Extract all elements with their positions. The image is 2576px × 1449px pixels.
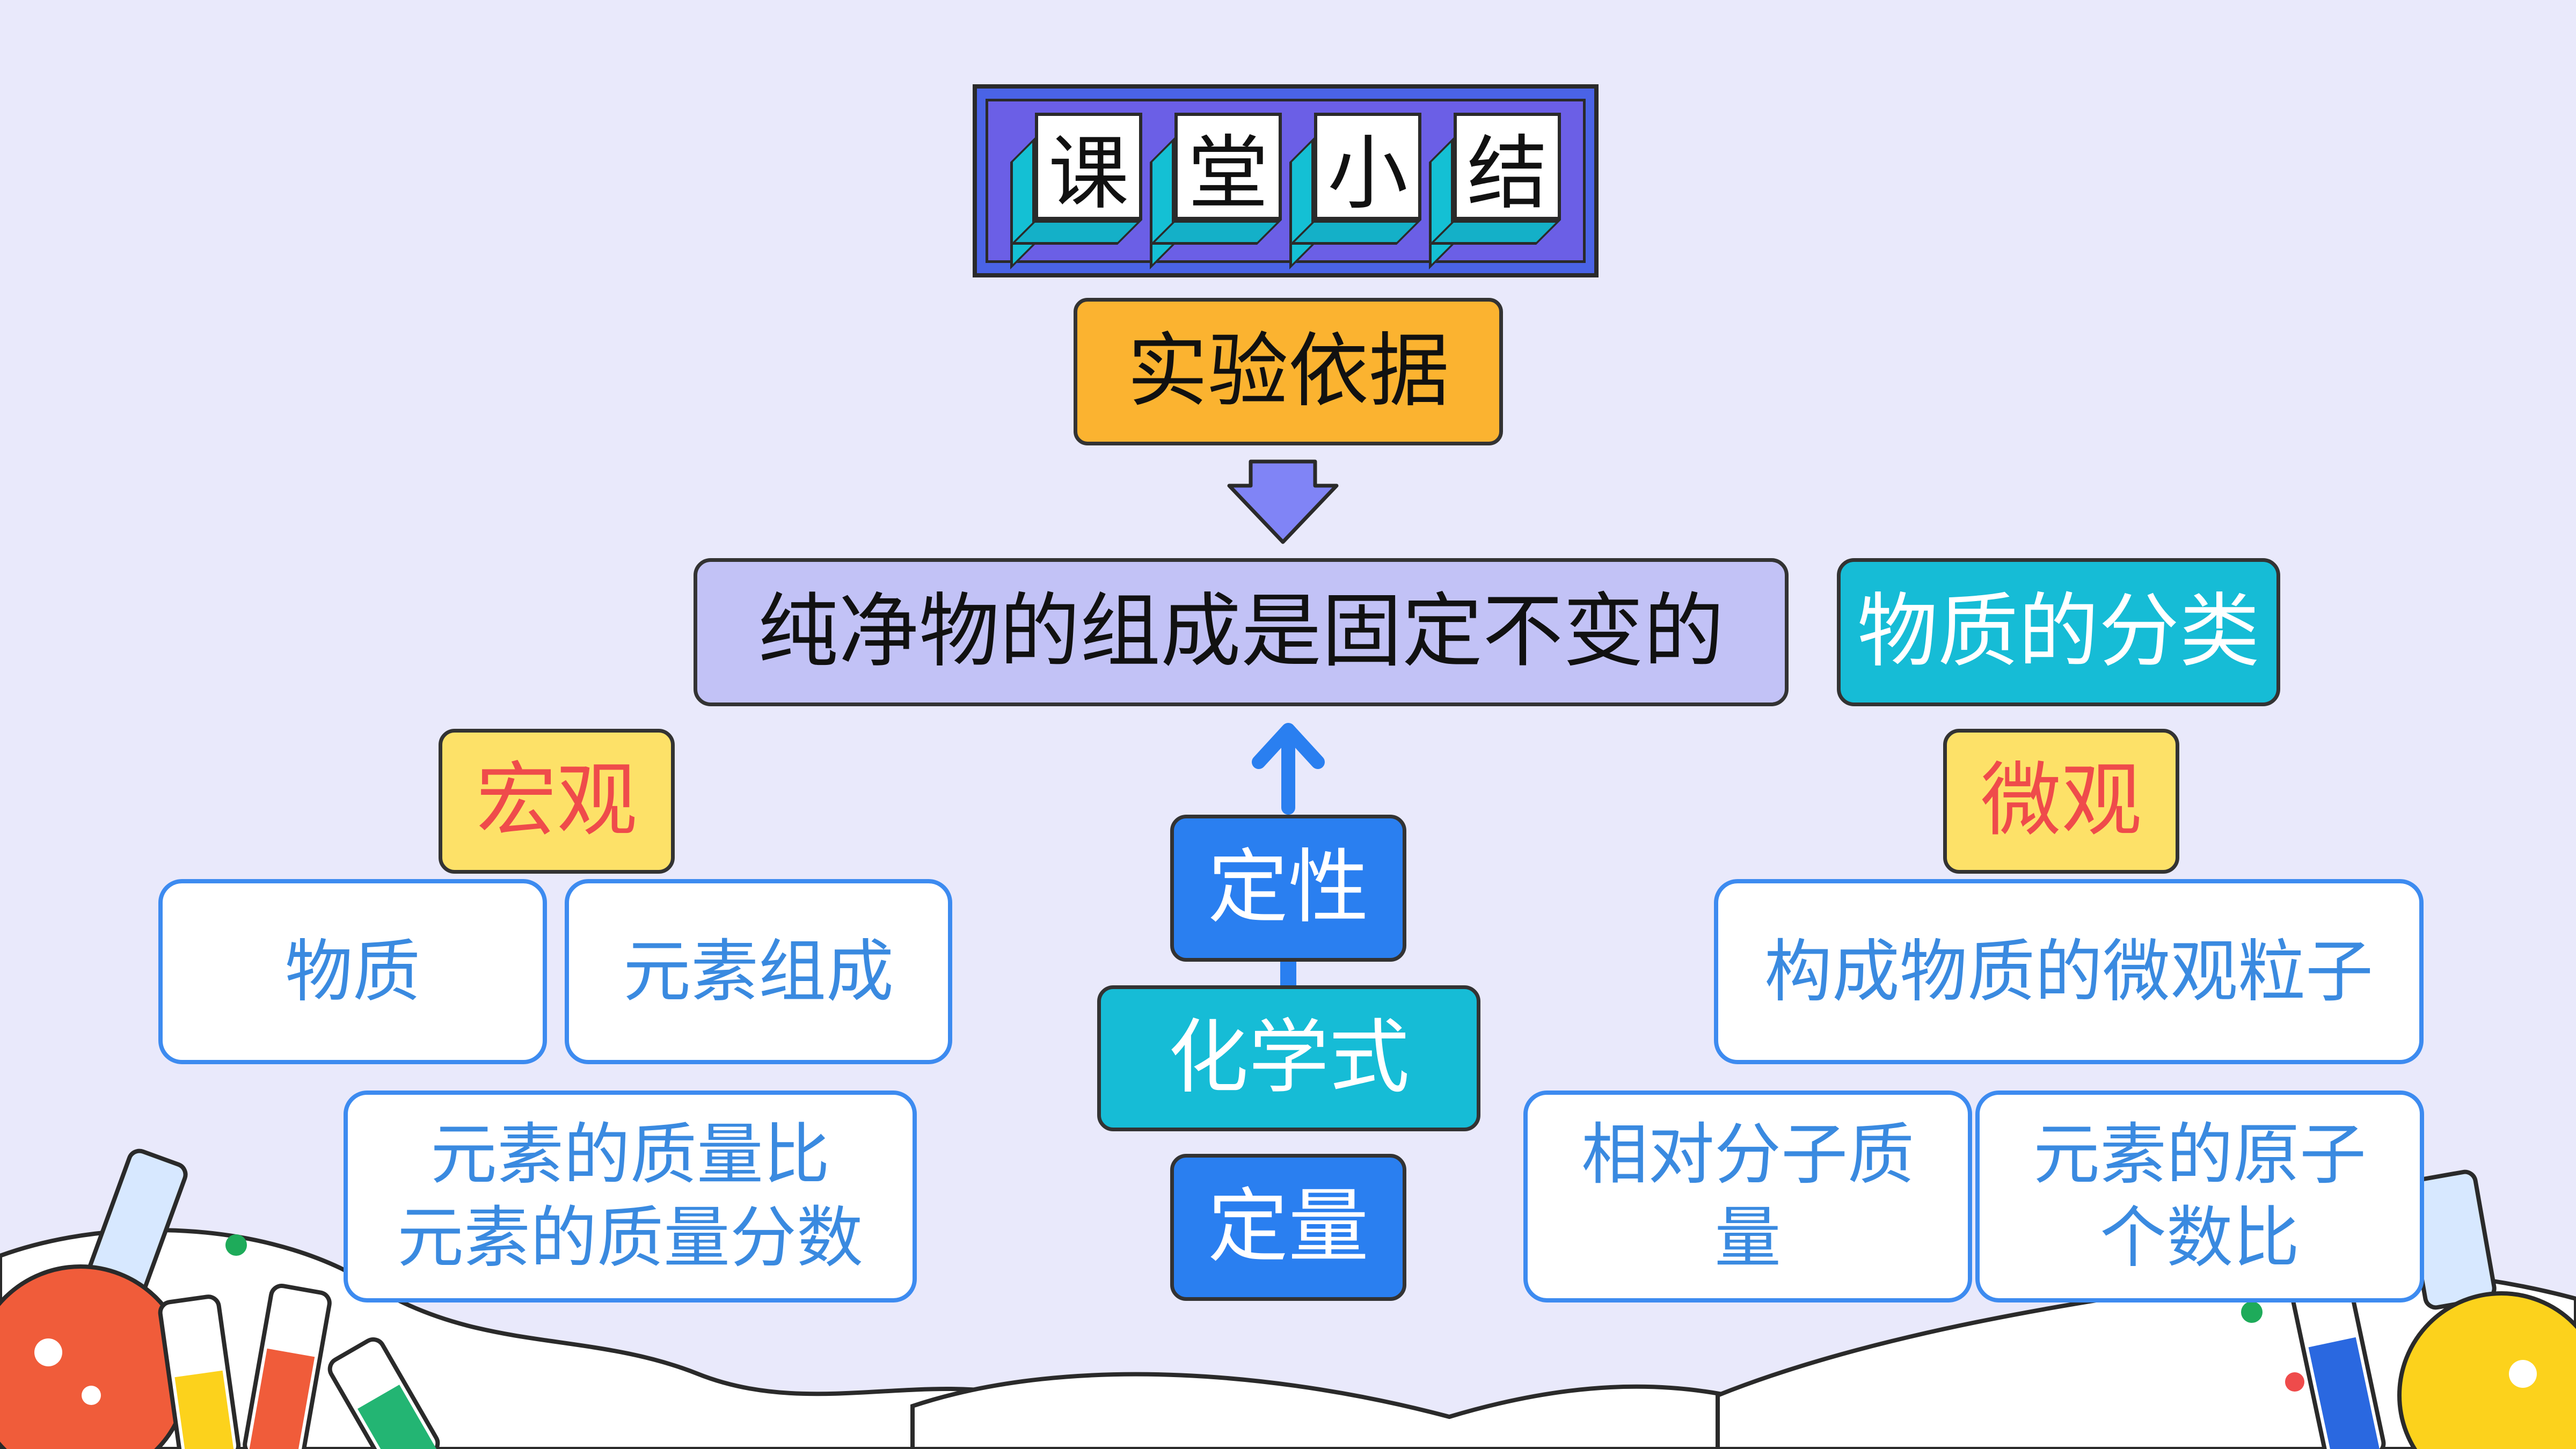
title-char: 小 bbox=[1314, 113, 1421, 221]
mass-ratio-line: 元素的质量比 bbox=[430, 1116, 830, 1194]
basis-node: 实验依据 bbox=[1074, 298, 1503, 445]
micro-item-particles: 构成物质的微观粒子 bbox=[1714, 879, 2424, 1064]
micro-node: 微观 bbox=[1943, 729, 2179, 874]
test-tube-yellow-icon bbox=[158, 1294, 241, 1449]
micro-item-atom-ratio: 元素的原子个数比 bbox=[1975, 1091, 2424, 1302]
flask-right-icon bbox=[2397, 1169, 2576, 1449]
hill-shape bbox=[910, 1372, 1774, 1449]
down-arrow-icon bbox=[1227, 459, 1339, 544]
title-char: 课 bbox=[1035, 113, 1142, 221]
main-concept-node: 纯净物的组成是固定不变的 bbox=[694, 558, 1789, 706]
chemical-formula-node: 化学式 bbox=[1097, 985, 1480, 1131]
macro-node: 宏观 bbox=[439, 729, 675, 874]
red-dot-icon bbox=[2285, 1372, 2304, 1392]
connector-line bbox=[1280, 962, 1296, 985]
qualitative-node: 定性 bbox=[1170, 815, 1406, 962]
title-tile: 堂 bbox=[1150, 113, 1282, 269]
macro-item-substance: 物质 bbox=[158, 879, 547, 1064]
mass-fraction-line: 元素的质量分数 bbox=[397, 1199, 863, 1277]
test-tube-red-icon bbox=[243, 1284, 332, 1449]
macro-item-mass-ratio: 元素的质量比 元素的质量分数 bbox=[344, 1091, 917, 1302]
title-tile: 课 bbox=[1010, 113, 1142, 269]
quantitative-node: 定量 bbox=[1170, 1154, 1406, 1301]
micro-item-molecular-mass: 相对分子质量 bbox=[1523, 1091, 1972, 1302]
title-char: 堂 bbox=[1174, 113, 1282, 221]
title-char: 结 bbox=[1454, 113, 1561, 221]
title-tile: 小 bbox=[1289, 113, 1421, 269]
macro-item-element-composition: 元素组成 bbox=[565, 879, 952, 1064]
flask-left-icon bbox=[0, 1148, 190, 1449]
test-tube-green-icon bbox=[327, 1337, 440, 1449]
up-arrow-icon bbox=[1252, 723, 1325, 815]
test-tube-blue-icon bbox=[2289, 1273, 2386, 1449]
green-dot-icon bbox=[225, 1234, 247, 1256]
title-tile: 结 bbox=[1429, 113, 1561, 269]
classification-node: 物质的分类 bbox=[1837, 558, 2280, 706]
green-dot-icon bbox=[2241, 1301, 2263, 1323]
